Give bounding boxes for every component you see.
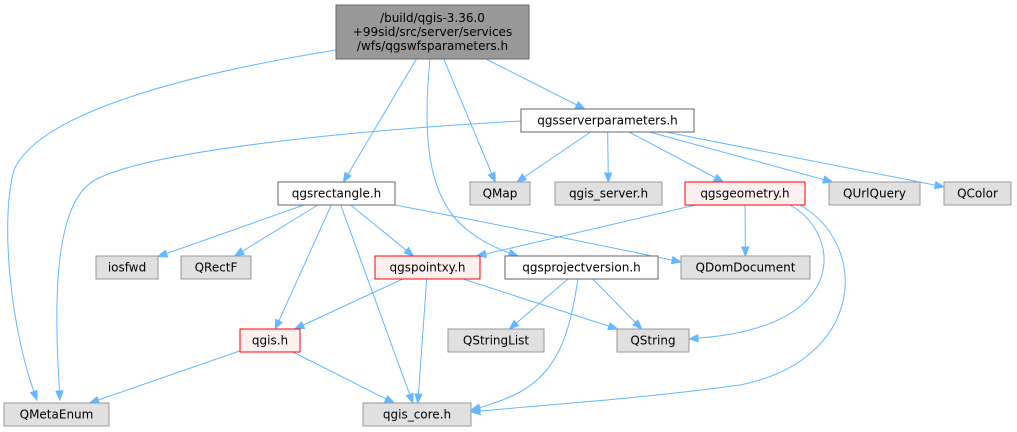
node-qgsserverparameters[interactable]: qgsserverparameters.h [520,108,695,133]
node-label-qmetaenum: QMetaEnum [20,408,94,422]
node-box-qrectf [180,255,252,280]
node-qmap[interactable]: QMap [469,181,531,206]
node-qurlquery[interactable]: QUrlQuery [828,181,921,206]
node-qgspointxy[interactable]: qgspointxy.h [374,255,481,280]
node-qrectf[interactable]: QRectF [180,255,252,280]
node-box-qgis_server [554,181,663,206]
node-iosfwd[interactable]: iosfwd [95,255,159,280]
node-label-qgsprojectversion: qgsprojectversion.h [522,261,641,275]
edge-root-to-qgsprojectversion [426,58,520,258]
edge-qgsserverparameters-to-qgis_server [603,131,613,184]
node-label-qgsserverparameters: qgsserverparameters.h [537,114,678,128]
node-label-root: +99sid/src/server/services [353,25,512,39]
node-qgsprojectversion[interactable]: qgsprojectversion.h [504,255,659,280]
node-box-qurlquery [828,181,921,206]
edge-qgsserverparameters-to-qgsgeometry [628,131,725,183]
edge-qgsrectangle-to-iosfwd [156,204,305,258]
node-label-qgspointxy: qgspointxy.h [389,261,465,275]
node-box-root [335,4,530,60]
node-box-iosfwd [95,255,159,280]
edge-root-to-qmetaenum [7,49,337,402]
node-box-qgis [239,328,301,353]
node-root: /build/qgis-3.36.0+99sid/src/server/serv… [335,4,530,60]
edge-qgsrectangle-to-qdomdocument [394,204,683,265]
edge-qgis-to-qgis_core [292,351,396,404]
edge-qgspointxy-to-qstring [462,278,619,331]
node-qgsgeometry[interactable]: qgsgeometry.h [684,181,806,206]
node-qmetaenum[interactable]: QMetaEnum [3,402,110,427]
edge-root-to-qgsrectangle [342,58,417,184]
node-box-qgsprojectversion [504,255,659,280]
node-box-qgspointxy [374,255,481,280]
node-label-qcolor: QColor [957,187,998,201]
edge-qgsgeometry-to-qgis_core [469,204,846,416]
edge-qgsserverparameters-to-qcolor [665,131,946,190]
edge-qgis-to-qmetaenum [88,350,241,404]
node-qgis[interactable]: qgis.h [239,328,301,353]
edge-qgsprojectversion-to-qstring [592,278,643,330]
node-box-qstring [616,328,690,353]
edge-qgsserverparameters-to-qmap [515,131,591,183]
node-label-root: /wfs/qgswfsparameters.h [357,39,508,53]
edge-qgsgeometry-to-qstring [687,204,825,343]
node-box-qstringlist [447,328,545,353]
edge-qgsrectangle-to-qgis [274,204,332,331]
node-box-qgsgeometry [684,181,806,206]
edge-qgsgeometry-to-qgspointxy [475,204,696,258]
node-qcolor[interactable]: QColor [943,181,1012,206]
edge-qgspointxy-to-qgis [293,278,403,330]
node-box-qdomdocument [680,255,811,280]
node-qdomdocument[interactable]: QDomDocument [680,255,811,280]
node-qstringlist[interactable]: QStringList [447,328,545,353]
node-label-qurlquery: QUrlQuery [843,187,906,201]
node-qstring[interactable]: QString [616,328,690,353]
node-label-root: /build/qgis-3.36.0 [380,11,485,25]
edge-qgsprojectversion-to-qstringlist [508,278,569,330]
node-label-qstringlist: QStringList [463,334,530,348]
edge-root-to-qgsserverparameters [485,58,586,110]
node-box-qcolor [943,181,1012,206]
edge-qgsserverparameters-to-qmetaenum [55,120,522,402]
edge-root-to-qmap [443,58,496,184]
node-label-qgis_core: qgis_core.h [383,408,451,422]
node-qgis_core[interactable]: qgis_core.h [362,402,472,427]
node-label-qgsgeometry: qgsgeometry.h [700,187,789,201]
node-box-qgis_core [362,402,472,427]
edge-qgsprojectversion-to-qgis_core [469,278,579,412]
node-label-qgsrectangle: qgsrectangle.h [292,187,382,201]
edge-qgsserverparameters-to-qurlquery [649,131,834,184]
edge-qgsrectangle-to-qgspointxy [350,204,415,257]
node-label-iosfwd: iosfwd [108,261,146,275]
node-box-qmetaenum [3,402,110,427]
node-box-qmap [469,181,531,206]
node-box-qgsrectangle [277,181,396,206]
edge-qgsgeometry-to-qdomdocument [741,204,750,258]
node-label-qmap: QMap [483,187,518,201]
edge-qgsrectangle-to-qrectf [233,204,319,257]
node-label-qgis: qgis.h [252,334,288,348]
node-qgis_server[interactable]: qgis_server.h [554,181,663,206]
nodes-layer: /build/qgis-3.36.0+99sid/src/server/serv… [3,4,1012,427]
node-label-qdomdocument: QDomDocument [696,261,796,275]
node-label-qstring: QString [630,334,675,348]
edge-qgspointxy-to-qgis_core [414,278,428,405]
node-label-qgis_server: qgis_server.h [569,187,648,201]
edge-qgsrectangle-to-qgis_core [340,204,414,405]
node-box-qgsserverparameters [520,108,695,133]
node-qgsrectangle[interactable]: qgsrectangle.h [277,181,396,206]
edges-layer [7,49,946,416]
node-label-qrectf: QRectF [195,261,238,275]
